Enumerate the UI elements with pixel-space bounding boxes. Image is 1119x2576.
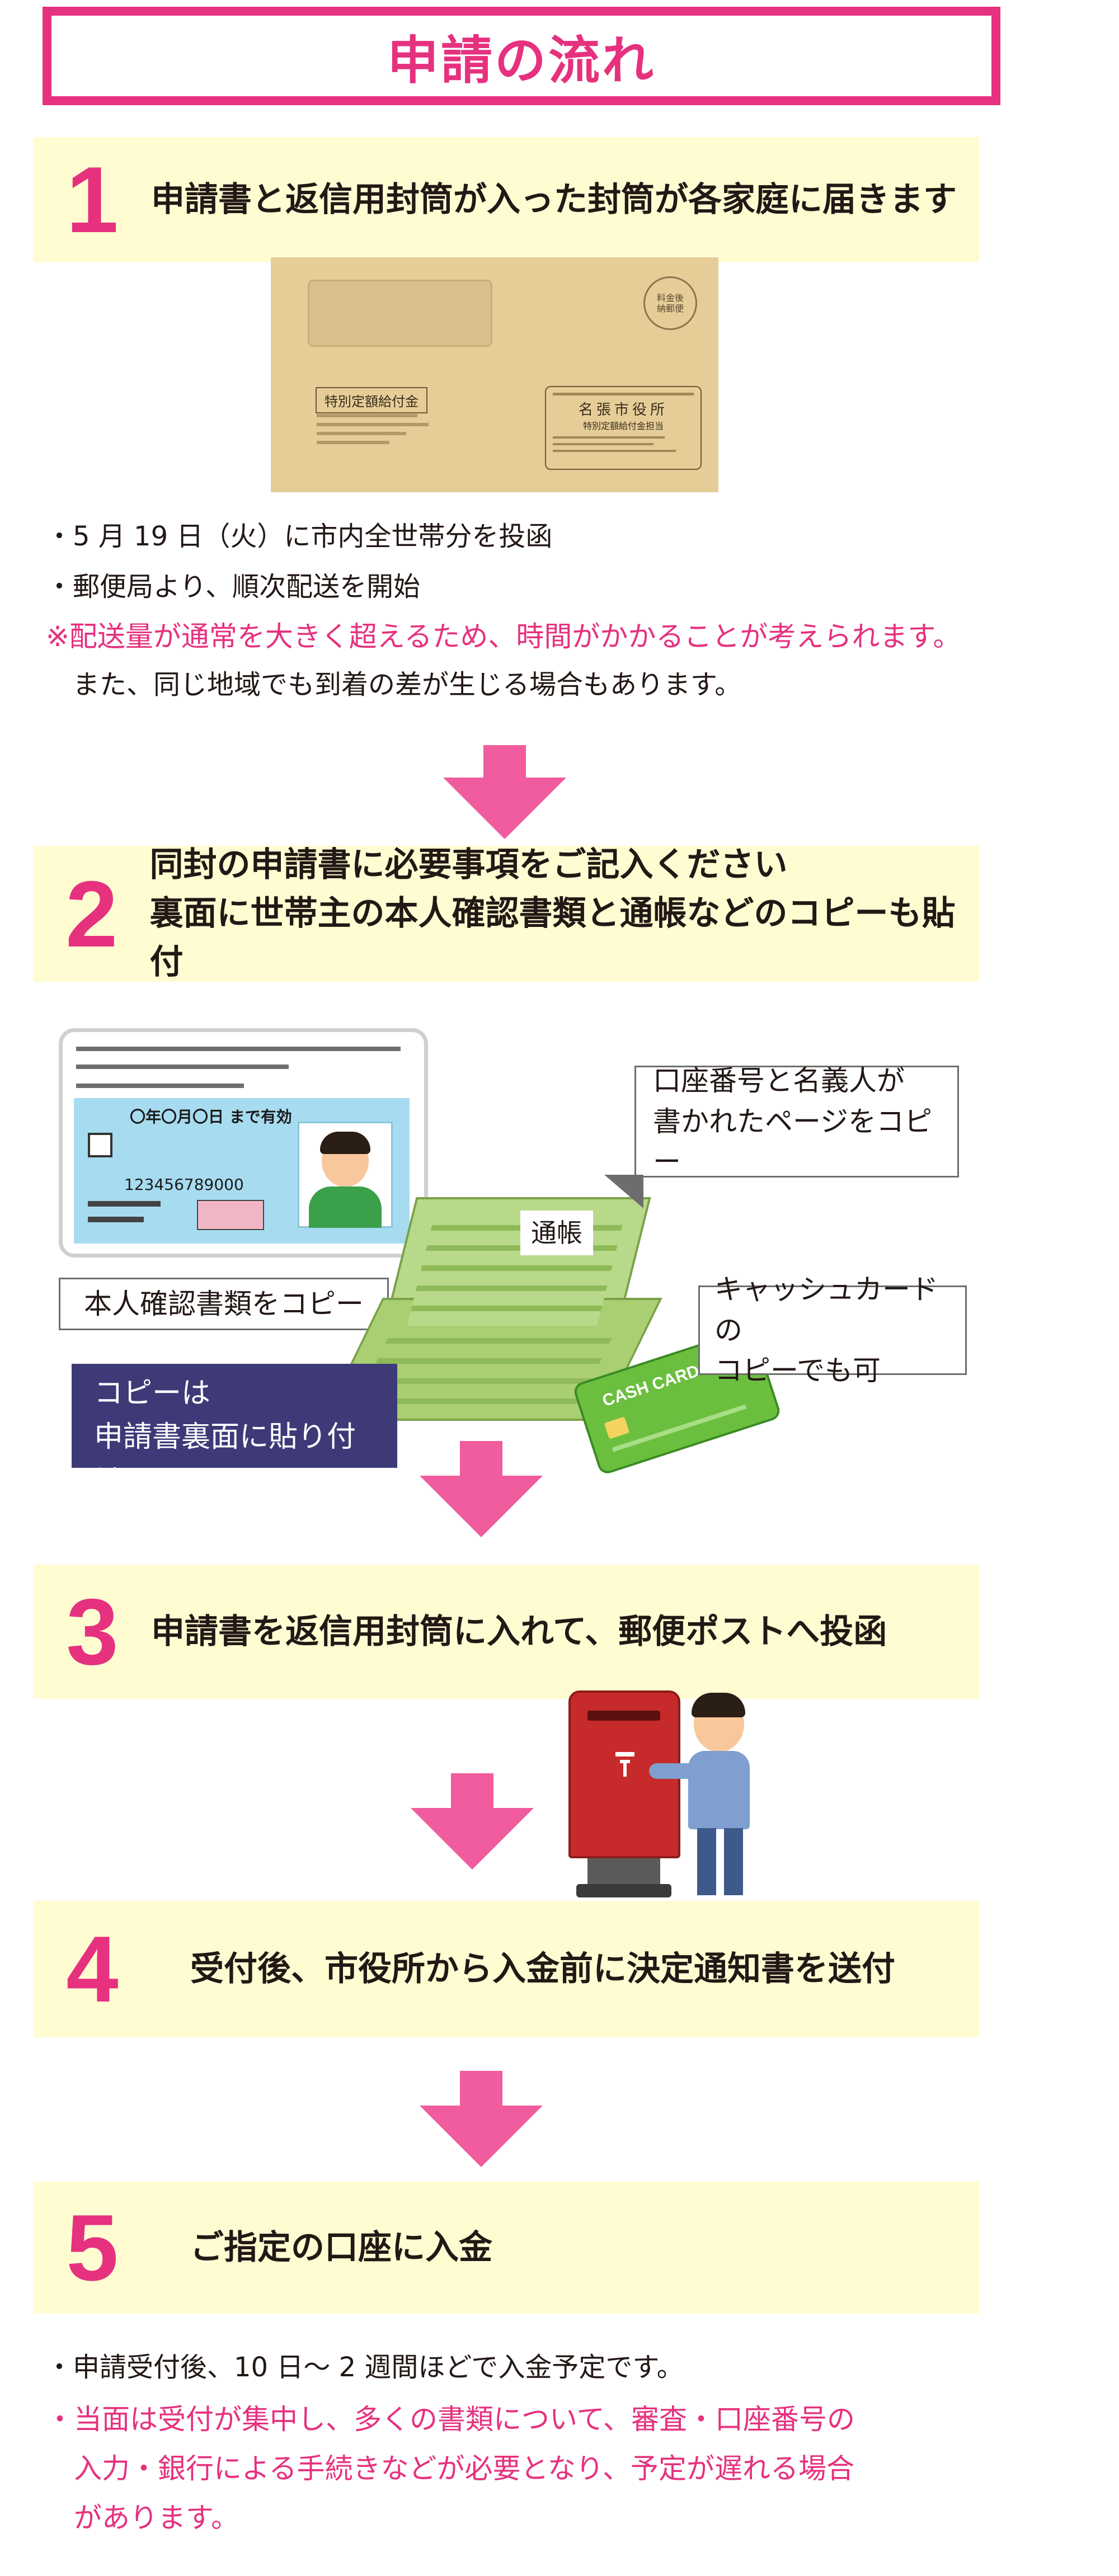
page-title-box: 申請の流れ <box>43 7 1000 105</box>
license-number: 123456789000 <box>124 1175 244 1194</box>
step-2-text-line-2: 裏面に世帯主の本人確認書類と通帳などのコピーも貼付 <box>149 894 956 982</box>
envelope-sender-box: 名張市役所 特別定額給付金担当 <box>545 386 702 470</box>
arrow-down-icon <box>411 1808 534 1869</box>
license-expiry-line: 〇年〇月〇日 まで有効 <box>130 1108 292 1126</box>
paste-instruction-box: コピーは 申請書裏面に貼り付け <box>72 1364 397 1497</box>
step-2-text-line-1: 同封の申請書に必要事項をご記入ください <box>149 845 788 884</box>
arrow-down-icon <box>443 778 566 839</box>
step-4-number: 4 <box>66 1916 119 2022</box>
passbook-callout: 口座番号と名義人が 書かれたページをコピー <box>634 1065 959 1178</box>
step-5-text: ご指定の口座に入金 <box>190 2227 492 2267</box>
arrow-down-icon <box>451 1773 493 1809</box>
postbox-illustration <box>565 1690 767 1903</box>
step-2-number: 2 <box>65 861 118 967</box>
note5-line-3: 入力・銀行による手続きなどが必要となり、予定が遅れる場合 <box>46 2452 854 2485</box>
id-card-illustration: 〇年〇月〇日 まで有効 123456789000 <box>59 1028 428 1258</box>
step-4-text: 受付後、市役所から入金前に決定通知書を送付 <box>190 1949 895 1989</box>
arrow-down-icon <box>460 1441 502 1477</box>
envelope-illustration: 料金後納郵便 特別定額給付金 名張市役所 特別定額給付金担当 <box>271 257 718 492</box>
step-1-band: 1 申請書と返信用封筒が入った封筒が各家庭に届きます <box>34 137 979 262</box>
envelope-stamp: 料金後納郵便 <box>643 276 697 330</box>
step-4-band: 4 受付後、市役所から入金前に決定通知書を送付 <box>34 1901 979 2037</box>
arrow-down-icon <box>460 2071 502 2107</box>
step-3-number: 3 <box>66 1579 119 1684</box>
id-copy-label: 本人確認書類をコピー <box>59 1278 389 1330</box>
note5-line-2: ・当面は受付が集中し、多くの書類について、審査・口座番号の <box>46 2403 855 2436</box>
arrow-down-icon <box>420 1476 543 1537</box>
arrow-down-icon <box>420 2106 543 2167</box>
note5-line-4: があります。 <box>46 2502 239 2534</box>
passbook-label: 通帳 <box>520 1211 593 1255</box>
note1-line-4: また、同じ地域でも到着の差が生じる場合もあります。 <box>46 669 742 700</box>
step-5-band: 5 ご指定の口座に入金 <box>34 2182 979 2314</box>
passbook-illustration: 通帳 <box>322 1197 662 1421</box>
arrow-down-icon <box>483 745 526 779</box>
note1-line-2: ・郵便局より、順次配送を開始 <box>46 571 421 602</box>
note1-line-1: ・5 月 19 日（火）に市内全世帯分を投函 <box>46 521 553 552</box>
envelope-text-lines <box>317 414 429 444</box>
step-1-text: 申請書と返信用封筒が入った封筒が各家庭に届きます <box>151 180 957 219</box>
step-5-number: 5 <box>66 2195 119 2300</box>
envelope-label: 特別定額給付金 <box>316 387 427 413</box>
callout-pointer <box>604 1175 643 1208</box>
note5-line-1: ・申請受付後、10 日〜 2 週間ほどで入金予定です。 <box>46 2352 684 2383</box>
step-1-number: 1 <box>66 147 119 252</box>
note1-line-3: ※配送量が通常を大きく超えるため、時間がかかることが考えられます。 <box>46 620 961 653</box>
envelope-window <box>308 280 492 347</box>
step-3-band: 3 申請書を返信用封筒に入れて、郵便ポストへ投函 <box>34 1565 979 1699</box>
step-3-text: 申請書を返信用封筒に入れて、郵便ポストへ投函 <box>151 1612 887 1651</box>
cash-card-callout: キャッシュカードの コピーでも可 <box>698 1273 967 1387</box>
step-2-band: 2 同封の申請書に必要事項をご記入ください 裏面に世帯主の本人確認書類と通帳など… <box>34 845 979 982</box>
postal-mark-icon <box>615 1752 634 1777</box>
page-title: 申請の流れ <box>387 30 656 91</box>
